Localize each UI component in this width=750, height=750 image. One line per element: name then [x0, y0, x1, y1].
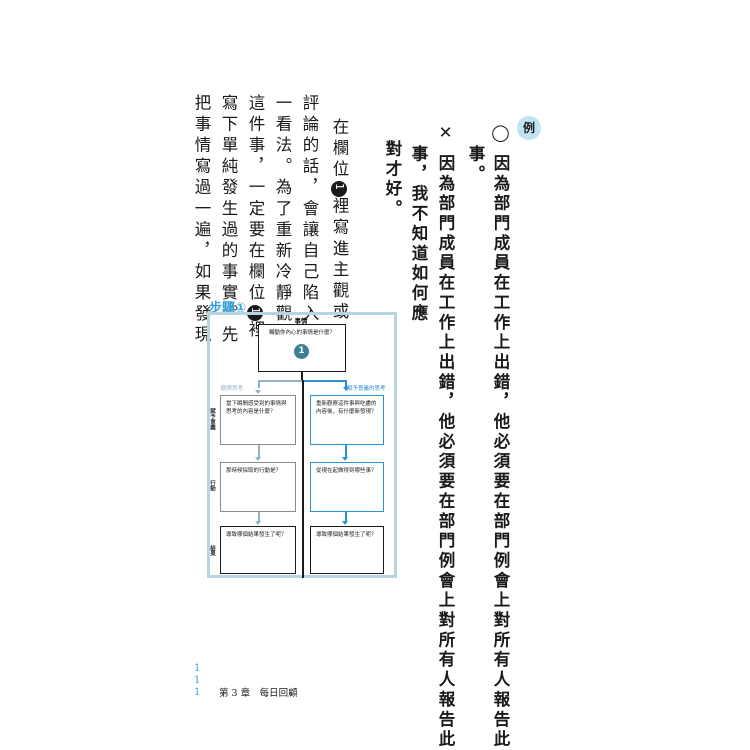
right-box-result: 導致哪個結果發生了呢？ [310, 526, 384, 574]
left-box-action: 那時候採取的行動是？ [220, 462, 296, 512]
connector-line [301, 372, 303, 380]
body-column-5: 寫下單純發生過的事實。先 [219, 94, 238, 347]
arrow-down-icon [255, 390, 261, 394]
body-text: 裡寫進主觀或 [330, 197, 349, 324]
connector-line [345, 380, 347, 388]
connector-line [258, 380, 302, 382]
connector-line [258, 445, 260, 459]
left-box-feeling: 當下瞬間感受到的事情與思考的內容是什麼？ [220, 395, 296, 445]
connector-line [345, 445, 347, 459]
connector-line [258, 512, 260, 523]
field-1-mark: 1 [331, 181, 347, 198]
right-column-head: 賦予意義的思考 [347, 386, 386, 392]
arrow-down-icon [342, 521, 348, 525]
body-text: 在欄位 [330, 118, 349, 182]
page-mark: 1 [194, 687, 201, 698]
row-label-result: 結果 [209, 545, 215, 556]
good-example-line2: 事。 [466, 145, 485, 185]
page-mark: 1 [194, 675, 201, 686]
page-mark: 1 [194, 663, 201, 674]
diagram-column-head: 事情 [294, 317, 308, 325]
left-column-head: 觀際思考 [221, 386, 244, 392]
chapter-footer: 第 3 章 每日回顧 [219, 688, 298, 699]
bad-example-line2: 事，我不知道如何應 [409, 145, 428, 324]
body-column-2: 評論的話，會讓自己陷入單 [300, 94, 319, 347]
divider-line [302, 380, 304, 578]
body-column-1: 在欄位1裡寫進主觀或 [327, 118, 351, 323]
left-box-result: 導致哪個結果發生了呢？ [220, 526, 296, 574]
row-label-action: 行動 [209, 480, 215, 491]
good-example-line1: ◯ 因為部門成員在工作上出錯，他必須要在部門例會上對所有人報告此 [491, 123, 510, 750]
bad-example-line1: ✕ 因為部門成員在工作上出錯，他必須要在部門例會上對所有人報告此 [436, 123, 455, 750]
body-column-6: 把事情寫過一遍，如果發現 [192, 94, 211, 347]
connector-line [345, 512, 347, 523]
page-number-marks: 1 1 1 [194, 664, 200, 698]
arrow-down-icon [342, 457, 348, 461]
right-box-next-steps: 從現在起做得到哪些事？ [310, 462, 384, 512]
top-box-text: 觸動你內心的事情是什麼？ [268, 330, 335, 336]
connector-line [302, 380, 346, 382]
body-text: 這件事，一定要在欄位 [246, 94, 265, 305]
body-column-4: 這件事，一定要在欄位1裡 [243, 94, 267, 342]
bad-example-line3: 對才好。 [383, 140, 402, 220]
arrow-down-icon [343, 387, 349, 391]
row-label-meaning: 賦予意義 [209, 408, 215, 430]
arrow-down-icon [255, 457, 261, 461]
field-1-circle: 1 [294, 344, 309, 359]
connector-line [258, 380, 260, 388]
example-badge: 例 [517, 116, 541, 140]
right-box-observe: 重新觀察這件事與吃盡的內容後，有什麼新發現？ [310, 395, 384, 445]
arrow-down-icon [255, 521, 261, 525]
body-column-3: 一看法。為了重新冷靜觀察 [273, 94, 292, 347]
